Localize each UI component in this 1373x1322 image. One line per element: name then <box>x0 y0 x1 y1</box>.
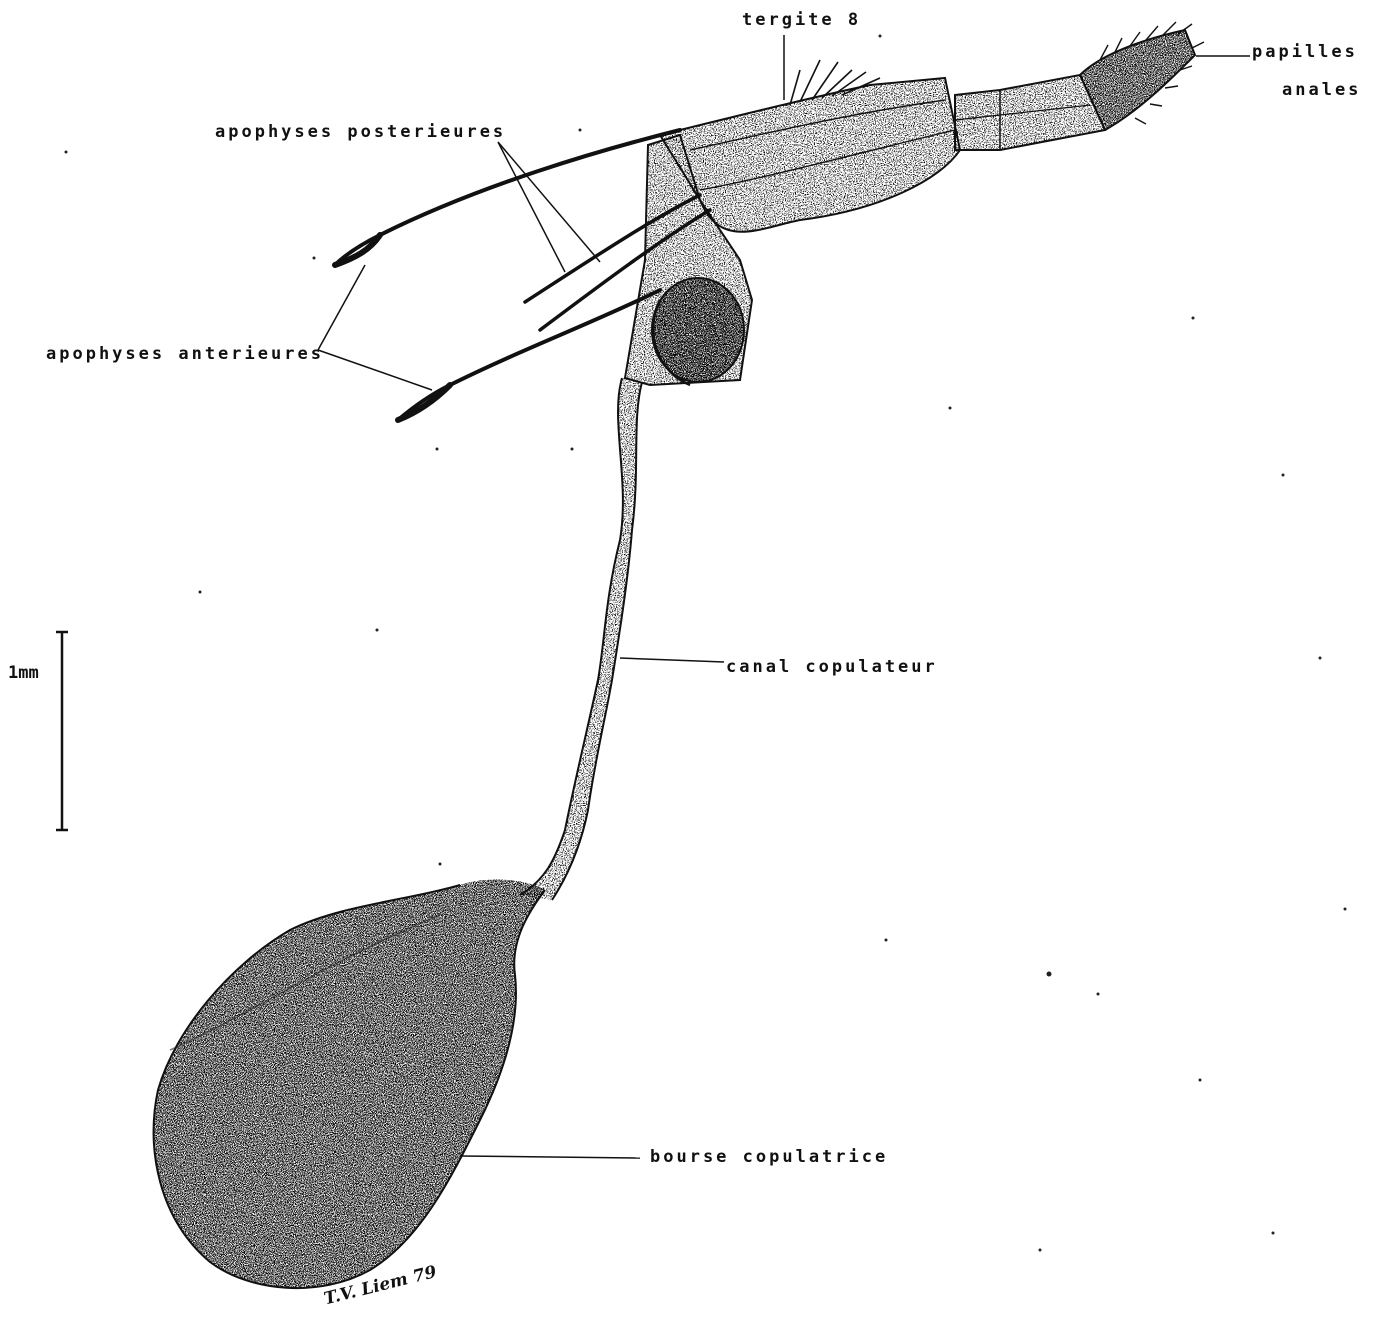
label-tergite-8: tergite 8 <box>742 12 861 29</box>
bourse-copulatrice-shape <box>154 880 545 1289</box>
label-scale-bar: 1mm <box>8 665 39 682</box>
label-papilles: papilles <box>1252 44 1358 61</box>
label-apophyses-anterieures: apophyses anterieures <box>46 346 324 363</box>
label-apophyses-posterieures: apophyses posterieures <box>215 124 506 141</box>
label-anales: anales <box>1282 82 1361 99</box>
scale-bar <box>56 632 68 830</box>
label-canal-copulateur: canal copulateur <box>726 659 938 676</box>
tergite-8-shape <box>660 60 960 232</box>
papilles-anales-shape <box>955 22 1204 150</box>
canal-copulateur-shape <box>520 378 642 900</box>
label-bourse-copulatrice: bourse copulatrice <box>650 1149 888 1166</box>
